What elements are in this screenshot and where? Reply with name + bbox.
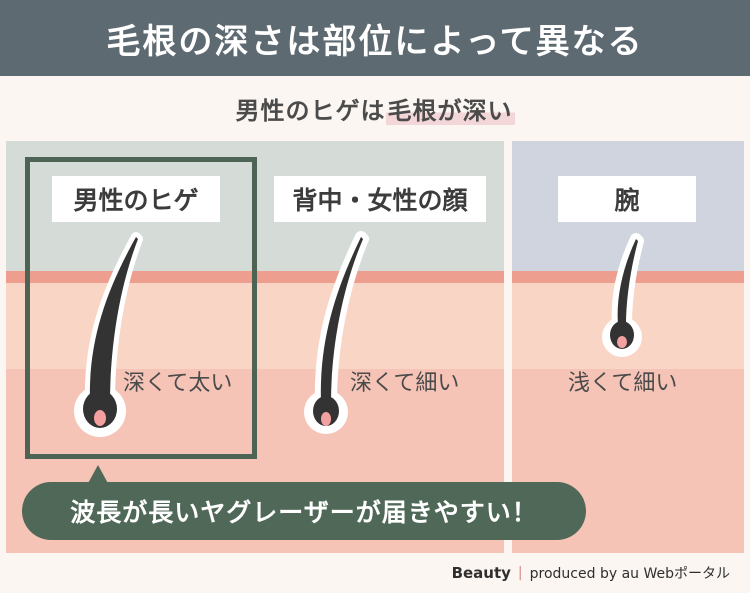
callout-pointer-icon xyxy=(86,465,110,487)
column-desc-arm: 浅くて細い xyxy=(568,371,678,396)
subtitle-prefix: 男性のヒゲは xyxy=(235,96,386,125)
callout-bubble: 波長が長いヤグレーザーが届きやすい！ xyxy=(22,482,586,540)
footer-brand: Beauty xyxy=(451,564,511,582)
column-desc-beard: 深くて太い xyxy=(123,371,233,396)
callout-text: 波長が長いヤグレーザーが届きやすい！ xyxy=(70,498,538,527)
subtitle: 男性のヒゲは毛根が深い xyxy=(0,86,750,130)
thin-deep-hair-icon xyxy=(304,231,369,434)
column-label-arm: 腕 xyxy=(558,176,696,222)
column-desc-back-face: 深くて細い xyxy=(350,371,460,396)
header-bar: 毛根の深さは部位によって異なる xyxy=(0,0,750,76)
column-label-back-face: 背中・女性の顔 xyxy=(274,176,486,222)
subtitle-highlight: 毛根が深い xyxy=(385,96,515,125)
thin-shallow-hair-icon xyxy=(602,233,644,357)
beard-highlight-frame xyxy=(25,157,257,459)
footer-credit-text: produced by au Webポータル xyxy=(529,566,730,582)
column-label-beard: 男性のヒゲ xyxy=(52,176,220,222)
footer-credit: Beauty | produced by au Webポータル xyxy=(452,560,730,586)
skin-panel-right: 腕 浅くて細い xyxy=(512,141,744,553)
subtitle-text: 男性のヒゲは毛根が深い xyxy=(236,91,515,126)
footer-separator: | xyxy=(517,565,523,581)
thick-deep-hair-icon xyxy=(74,232,143,437)
page-title: 毛根の深さは部位によって異なる xyxy=(106,21,644,62)
